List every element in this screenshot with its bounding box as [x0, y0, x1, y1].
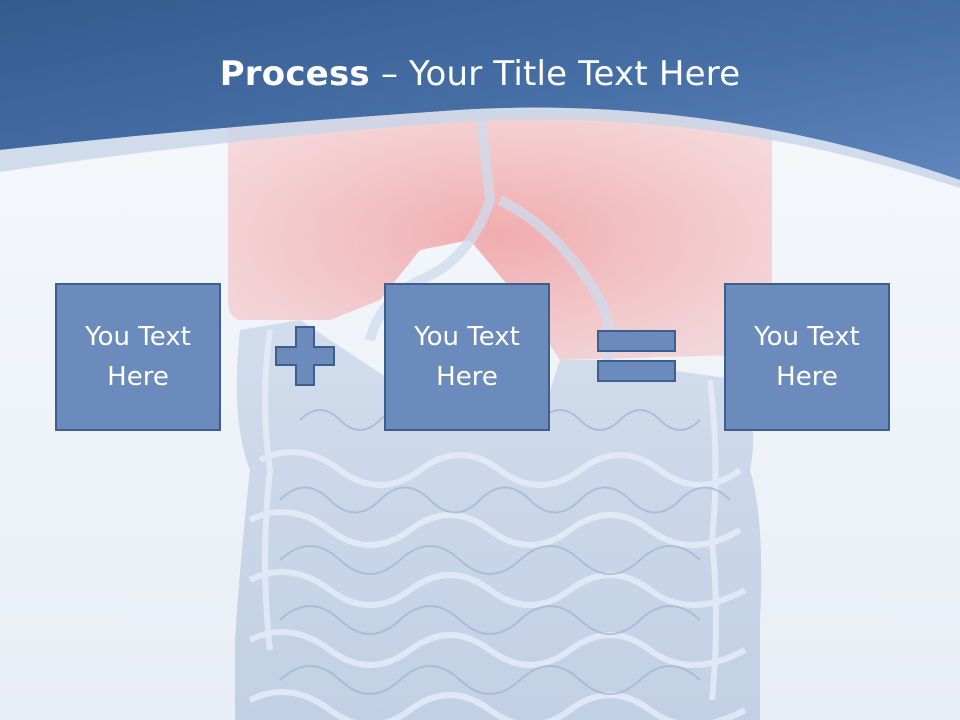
plus-icon: [275, 326, 335, 386]
title-bold-text: Process: [219, 54, 370, 94]
process-box-1-label: You Text Here: [85, 322, 191, 392]
slide-title: Process – Your Title Text Here: [0, 52, 960, 96]
process-box-2-label: You Text Here: [414, 322, 520, 392]
process-box-2[interactable]: You Text Here: [384, 283, 550, 431]
header-band: [0, 0, 960, 188]
process-box-3-label: You Text Here: [754, 322, 860, 392]
process-box-1[interactable]: You Text Here: [55, 283, 221, 431]
title-rest-text: – Your Title Text Here: [369, 54, 741, 94]
process-box-3[interactable]: You Text Here: [724, 283, 890, 431]
equals-icon: [597, 330, 676, 382]
